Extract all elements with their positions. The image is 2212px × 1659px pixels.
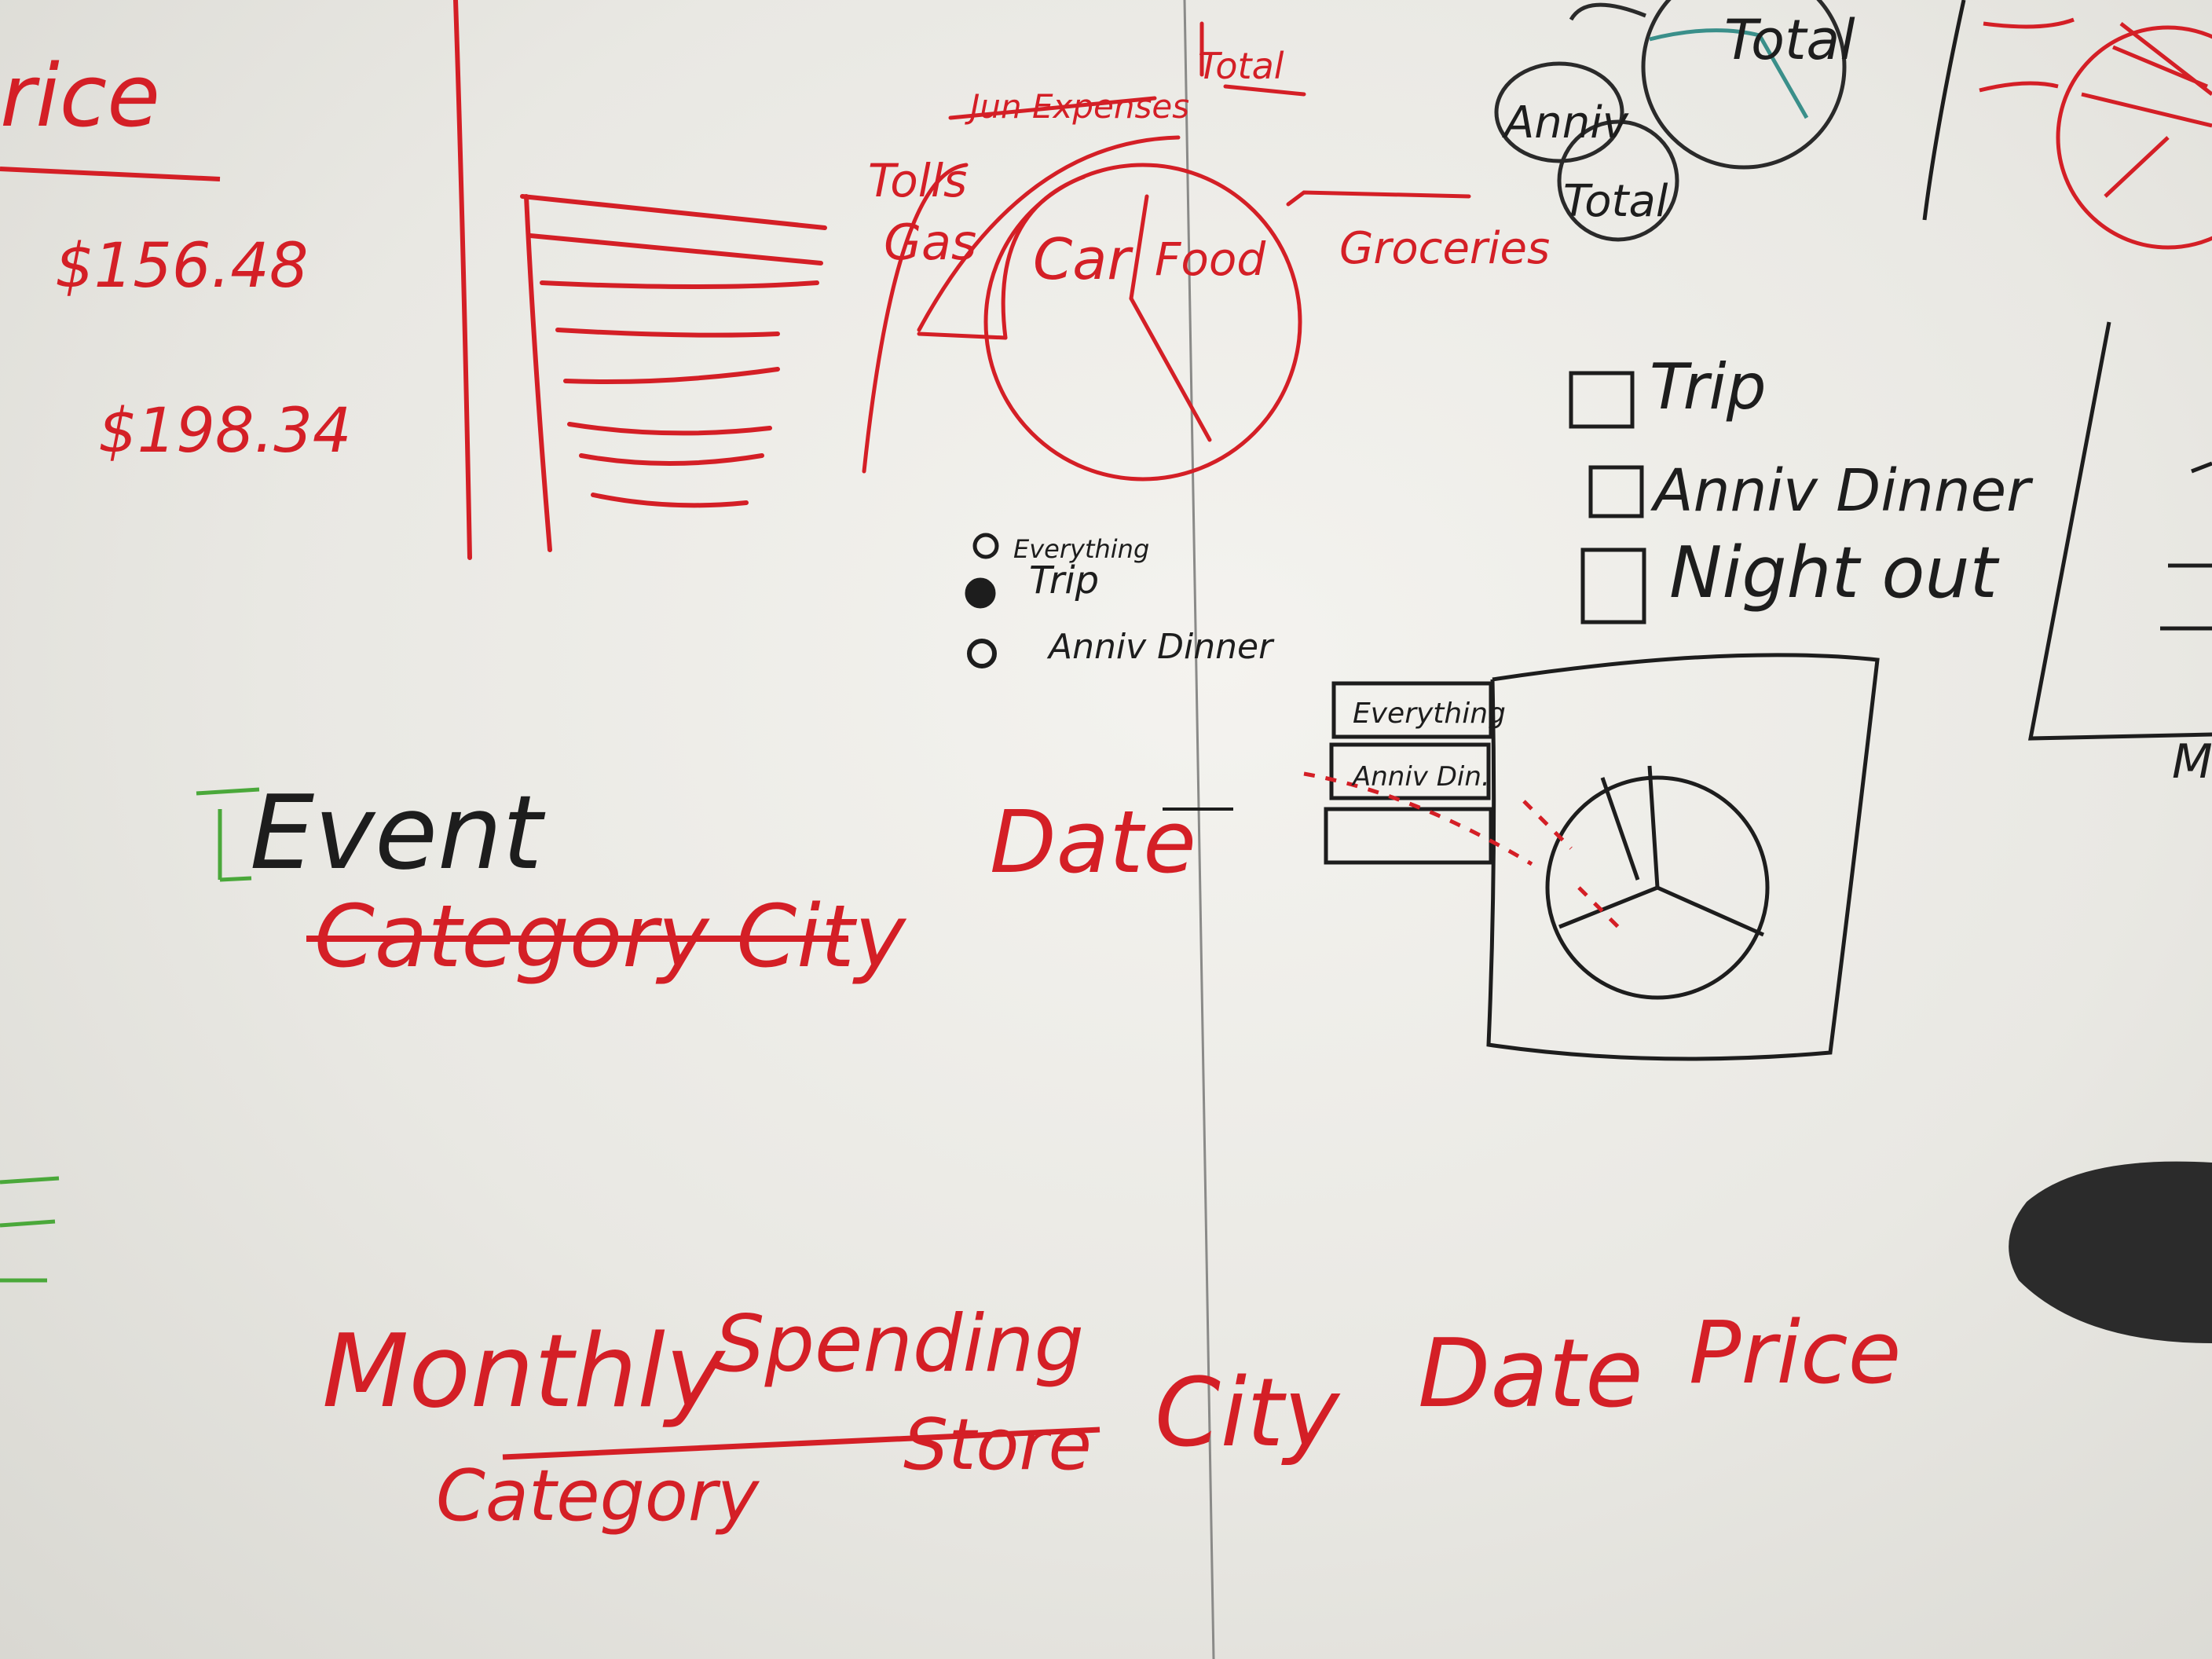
radio-circle-icon [972, 533, 999, 559]
checkbox-icon [1580, 548, 1646, 624]
pie-fragment-frame [1922, 0, 1966, 221]
pie-title: Jun Expenses [965, 87, 1189, 126]
edge-label: M [2172, 734, 2212, 789]
pie-label-tolls: Tolls [868, 154, 967, 207]
pie-label-food: Food [1155, 233, 1266, 286]
price-label: Price [1689, 1302, 1901, 1403]
radio-label-anniv: Anniv Dinner [1046, 627, 1275, 667]
panel-seam [1183, 0, 1215, 1659]
pie-label-groceries: Groceries [1339, 223, 1550, 274]
spending-label: Spending [715, 1298, 1084, 1390]
checkbox-label-night-out: Night out [1669, 532, 2001, 614]
tab-label-everything: Everything [1353, 698, 1506, 730]
bubble-sketch [1494, 0, 1847, 242]
tab-label-anniv-din: Anniv Din. [1351, 761, 1490, 793]
checkbox-icon [1569, 371, 1635, 429]
tab-third [1324, 807, 1493, 865]
bubble-label-anniv: Anniv [1502, 97, 1629, 148]
checkbox-label-anniv-dinner: Anniv Dinner [1650, 457, 2034, 525]
tab-panel-sketch [1324, 653, 1880, 1061]
bottom-row: Monthly Spending Category Store City Dat… [322, 1298, 1901, 1537]
bar-sketch [453, 0, 827, 560]
price-value-1: $156.48 [55, 231, 309, 302]
edge-chart-sketch [2027, 321, 2212, 741]
tab-panel-red-marks [1303, 771, 1620, 928]
radio-label-everything: Everything [1013, 534, 1149, 564]
tab-anniv-din [1329, 742, 1491, 800]
pie-label-gas: Gas [884, 214, 976, 271]
store-label: Store [903, 1404, 1092, 1486]
bottom-date-label: Date [1418, 1320, 1643, 1429]
radio-circle-icon [967, 639, 997, 668]
checkbox-list-sketch: Trip Anniv Dinner Night out [1569, 350, 2034, 624]
price-heading: rice [0, 46, 160, 146]
tab-everything [1331, 681, 1493, 739]
pie-fragment-sketch [1979, 17, 2212, 250]
radio-filled-icon [965, 577, 996, 609]
expense-pie-sketch [862, 21, 1471, 482]
checkbox-label-trip: Trip [1650, 350, 1767, 423]
city-label: City [1155, 1359, 1341, 1468]
green-marks [0, 787, 260, 1283]
event-label: Event [250, 773, 545, 892]
event-row: Event Category City Date [250, 773, 1233, 987]
price-value-2: $198.34 [98, 396, 352, 467]
chair-back [2009, 1161, 2212, 1343]
price-column: rice $156.48 $198.34 [0, 46, 352, 467]
bubble-label-total-small: Total [1563, 176, 1668, 227]
bubble-label-total-large: Total [1724, 8, 1855, 72]
date-label: Date [990, 792, 1196, 892]
monthly-label: Monthly [322, 1313, 727, 1430]
radio-list-sketch: Everything Trip Anniv Dinner [965, 533, 1275, 668]
pie-total-label: Total [1198, 45, 1284, 87]
radio-label-trip: Trip [1029, 558, 1099, 602]
category-label: Category [436, 1455, 760, 1537]
checkbox-icon [1588, 465, 1644, 518]
pie-label-car: Car [1033, 226, 1133, 292]
panel-pie-icon [1545, 775, 1770, 1000]
